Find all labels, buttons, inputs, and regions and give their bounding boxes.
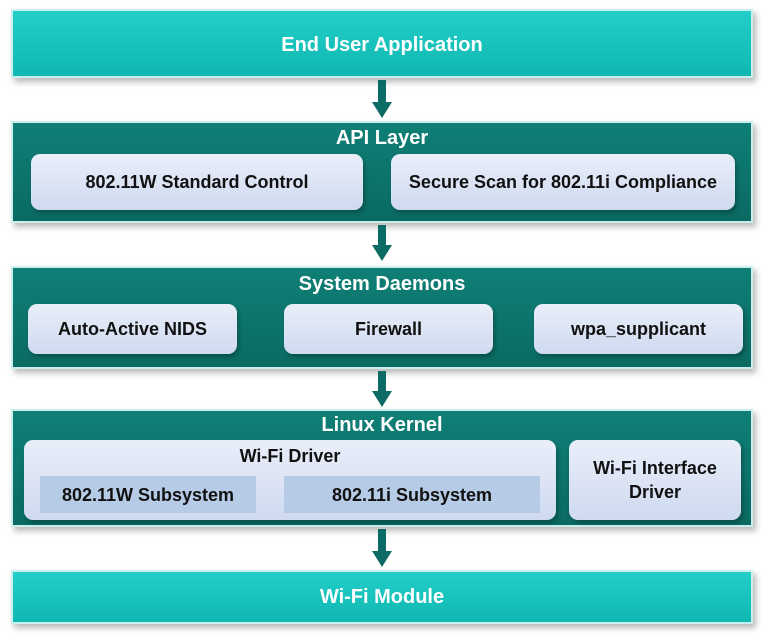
wifi-driver-title: Wi-Fi Driver xyxy=(239,446,341,466)
daemon-box-firewall: Firewall xyxy=(284,304,493,354)
end-user-application-title: End User Application xyxy=(281,34,483,56)
arrow-down-icon xyxy=(372,529,392,567)
end-user-application-layer: End User Application xyxy=(11,9,753,78)
wifi-driver-box: Wi-Fi Driver 802.11W Subsystem 802.11i S… xyxy=(24,440,556,520)
api-layer-title: API Layer xyxy=(335,127,429,149)
linux-kernel-title: Linux Kernel xyxy=(321,414,443,436)
api-box-secure-scan: Secure Scan for 802.11i Compliance xyxy=(391,154,735,210)
daemon-box-wpa-supplicant: wpa_supplicant xyxy=(534,304,743,354)
wifi-interface-driver-box: Wi-Fi Interface Driver xyxy=(569,440,741,520)
arrow-down-icon xyxy=(372,225,392,261)
api-layer: API Layer 802.11W Standard Control Secur… xyxy=(11,121,753,223)
system-daemons-layer: System Daemons Auto-Active NIDS Firewall… xyxy=(11,266,753,369)
wifi-module-layer: Wi-Fi Module xyxy=(11,570,753,624)
api-box-80211w-standard-control: 802.11W Standard Control xyxy=(31,154,363,210)
subsystem-80211w: 802.11W Subsystem xyxy=(40,476,256,513)
system-daemons-title: System Daemons xyxy=(298,273,466,295)
arrow-down-icon xyxy=(372,371,392,407)
daemon-box-auto-active-nids: Auto-Active NIDS xyxy=(28,304,237,354)
linux-kernel-layer: Linux Kernel Wi-Fi Driver 802.11W Subsys… xyxy=(11,409,753,527)
arrow-down-icon xyxy=(372,80,392,118)
wifi-module-title: Wi-Fi Module xyxy=(319,586,445,608)
subsystem-80211i: 802.11i Subsystem xyxy=(284,476,540,513)
